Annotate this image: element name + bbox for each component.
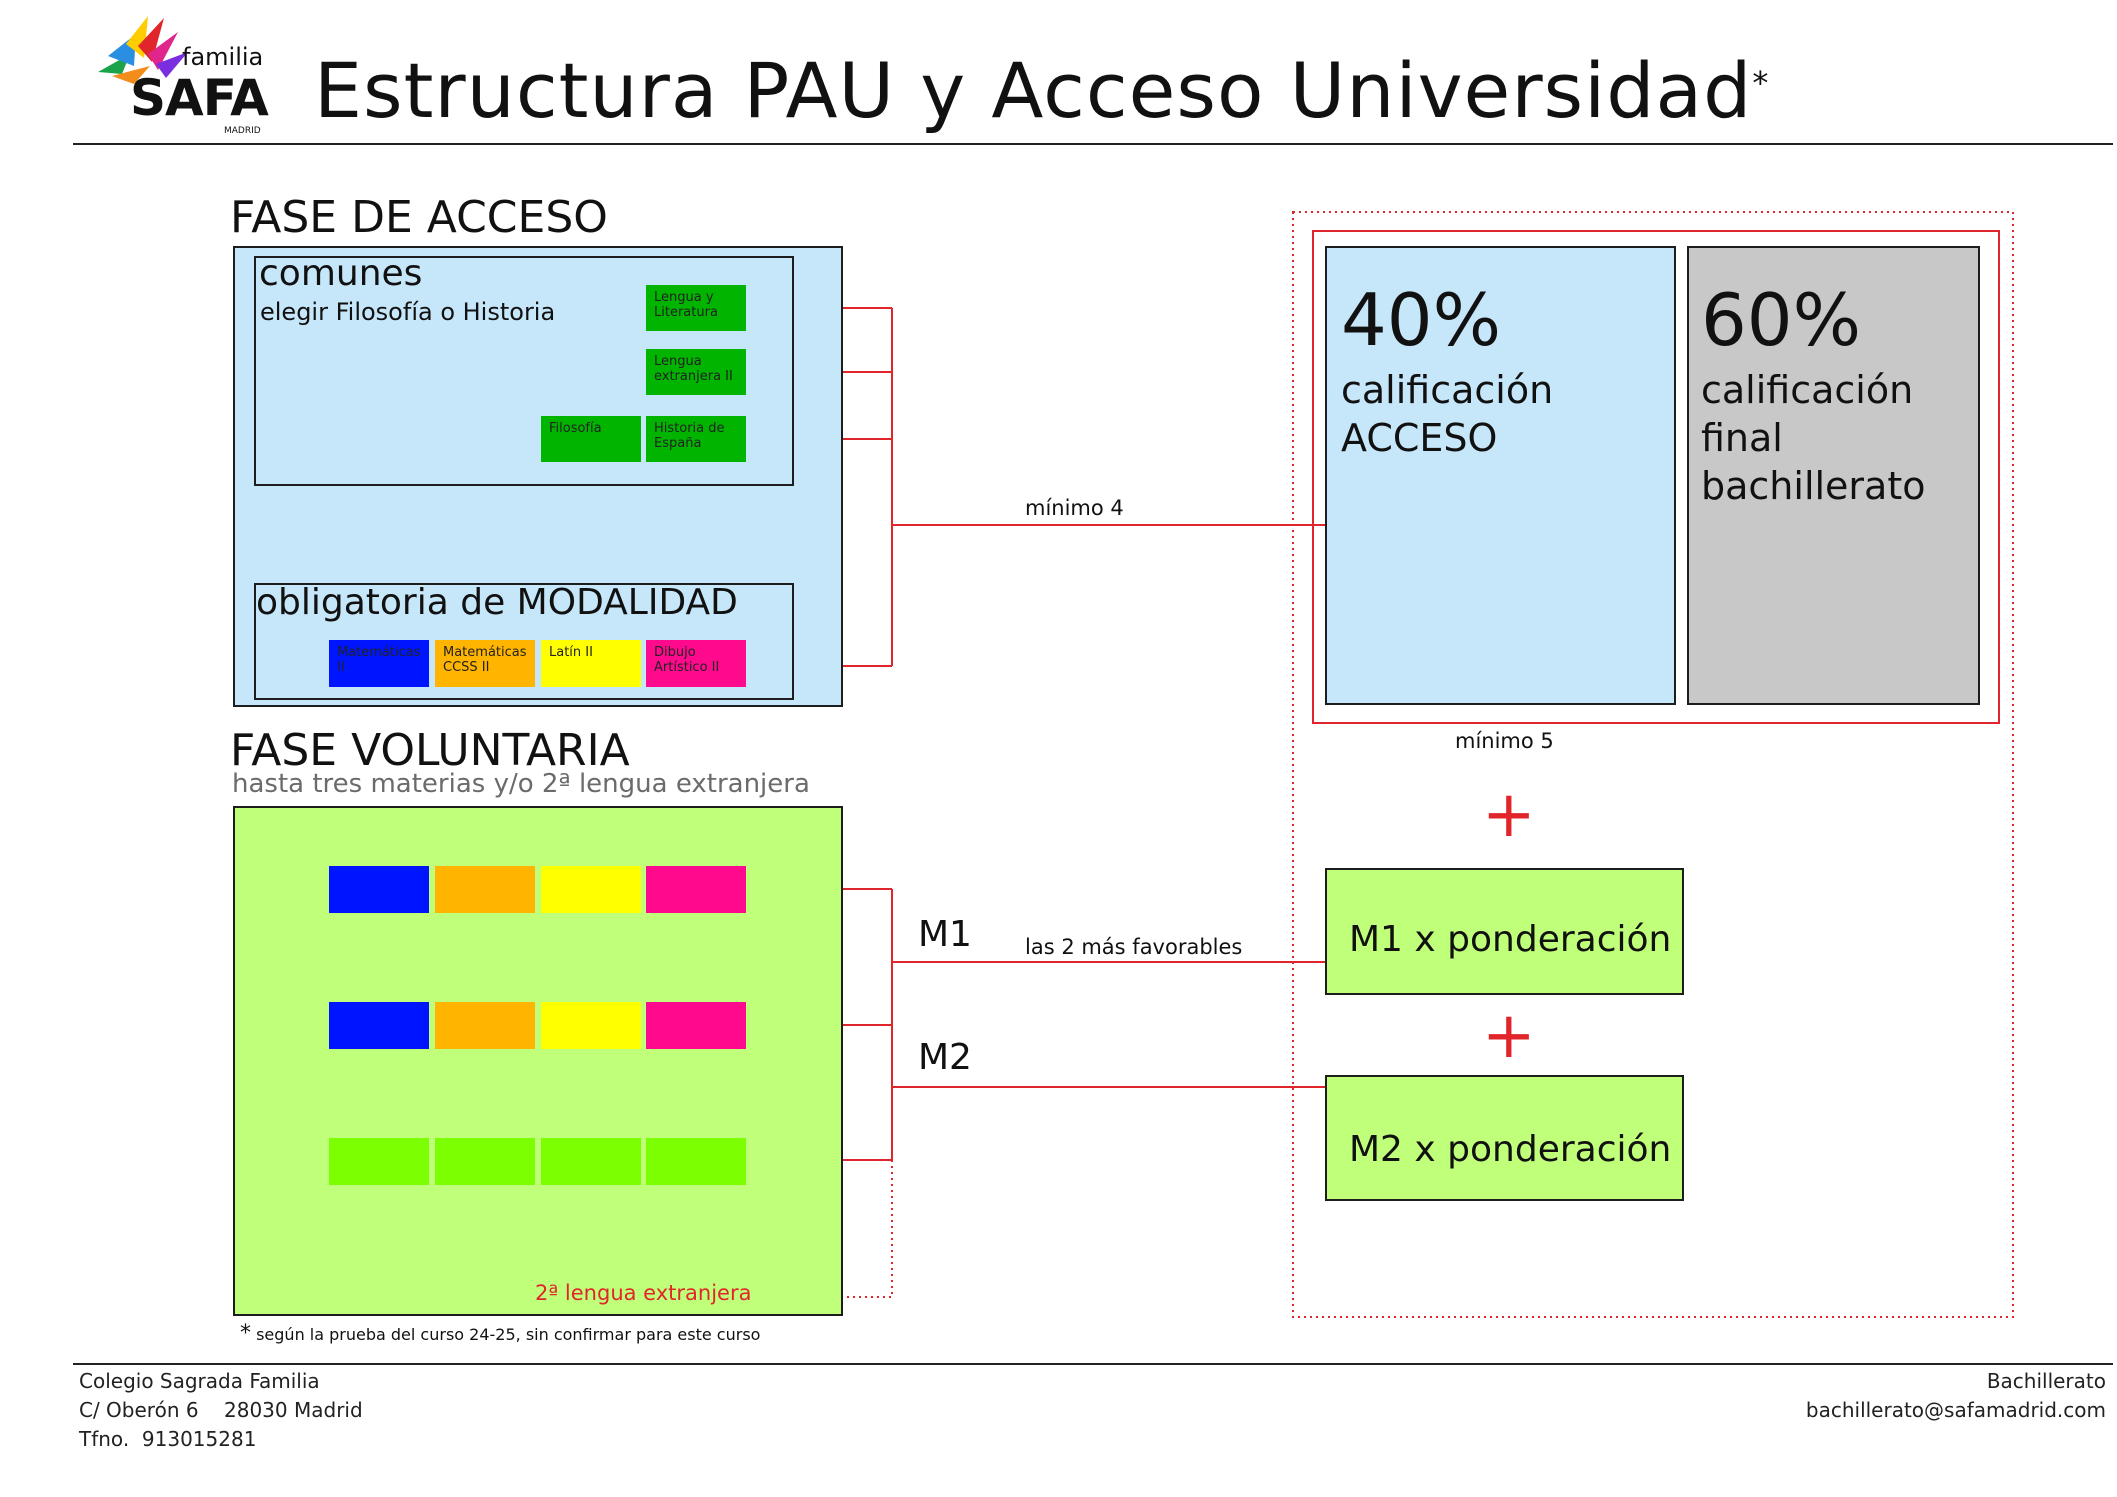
comunes-box: comunes elegir Filosofía o Historia (254, 253, 794, 486)
footnote: * según la prueba del curso 24-25, sin c… (240, 1321, 761, 1346)
subject-historia-espana: Historia de España (646, 416, 746, 462)
subject-lengua-literatura: Lengua y Literatura (646, 285, 746, 331)
footer-department: Bachillerato (1986, 1369, 2106, 1393)
acceso-red-frame (1312, 230, 2000, 724)
voluntaria-chip-r2-c2 (435, 1002, 535, 1049)
safa-logo: familia SAFA MADRID (78, 14, 278, 138)
title-footnote-mark: * (1752, 64, 1770, 102)
logo-text-madrid: MADRID (224, 126, 261, 136)
voluntaria-chip-r1-c2 (435, 866, 535, 913)
modalidad-box: obligatoria de MODALIDAD (254, 583, 794, 700)
modalidad-title: obligatoria de MODALIDAD (256, 582, 738, 623)
voluntaria-chip-r3-c1 (329, 1138, 429, 1185)
bachillerato-60-box: 60% calificación final bachillerato (1687, 246, 1980, 705)
voluntaria-chip-r1-c3 (541, 866, 641, 913)
footer-left: Colegio Sagrada Familia C/ Oberón 6 2803… (79, 1367, 363, 1454)
comunes-title: comunes (259, 253, 423, 294)
m2-label: M2 (918, 1037, 972, 1078)
acceso-label: calificación ACCESO (1341, 368, 1554, 460)
fase-voluntaria-panel: 2ª lengua extranjera (233, 806, 843, 1316)
footer-right: Bachillerato bachillerato@safamadrid.com (1806, 1367, 2106, 1425)
minimo-4-label: mínimo 4 (1025, 496, 1124, 520)
plus-icon-1: + (1482, 778, 1536, 852)
fase-acceso-panel: comunes elegir Filosofía o Historia Leng… (233, 246, 843, 707)
m1-ponderacion-label: M1 x ponderación (1349, 919, 1672, 960)
logo-text-safa: SAFA (130, 69, 269, 127)
comunes-subtitle: elegir Filosofía o Historia (260, 298, 556, 326)
footer-address: C/ Oberón 6 28030 Madrid (79, 1398, 363, 1422)
m1-label: M1 (918, 914, 972, 955)
voluntaria-chip-r2-c1 (329, 1002, 429, 1049)
logo-text-familia: familia (182, 43, 264, 71)
subject-matematicas-ccss: Matemáticas CCSS II (435, 640, 535, 687)
page-title: Estructura PAU y Acceso Universidad* (314, 46, 1769, 136)
footer-phone: Tfno. 913015281 (79, 1427, 257, 1451)
acceso-percent: 40% (1341, 278, 1502, 362)
subject-lengua-extranjera: Lengua extranjera II (646, 349, 746, 395)
bachillerato-label: calificación final bachillerato (1701, 368, 1926, 508)
fase-voluntaria-title: FASE VOLUNTARIA (230, 725, 630, 776)
plus-icon-2: + (1482, 999, 1536, 1073)
dotted-outer-frame (1292, 211, 2014, 1318)
subject-matematicas: Matemáticas II (329, 640, 429, 687)
acceso-40-box: 40% calificación ACCESO (1325, 246, 1676, 705)
footer-email[interactable]: bachillerato@safamadrid.com (1805, 1398, 2106, 1422)
footer-rule (73, 1363, 2113, 1365)
voluntaria-chip-r3-c3 (541, 1138, 641, 1185)
m1-ponderacion-box: M1 x ponderación (1325, 868, 1684, 995)
header-rule (73, 143, 2113, 145)
m2-ponderacion-box: M2 x ponderación (1325, 1075, 1684, 1201)
page-title-text: Estructura PAU y Acceso Universidad (314, 46, 1753, 135)
footnote-mark: * (240, 1321, 251, 1346)
subject-latin: Latín II (541, 640, 641, 687)
voluntaria-chip-r3-c4 (646, 1138, 746, 1185)
voluntaria-chip-r1-c1 (329, 866, 429, 913)
favorables-label: las 2 más favorables (1025, 935, 1243, 959)
footer-school-name: Colegio Sagrada Familia (79, 1369, 320, 1393)
voluntaria-chip-r2-c3 (541, 1002, 641, 1049)
voluntaria-chip-r1-c4 (646, 866, 746, 913)
voluntaria-chip-r3-c2 (435, 1138, 535, 1185)
m2-ponderacion-label: M2 x ponderación (1349, 1129, 1672, 1170)
voluntaria-chip-r2-c4 (646, 1002, 746, 1049)
minimo-5-label: mínimo 5 (1455, 729, 1554, 753)
footnote-text: según la prueba del curso 24-25, sin con… (256, 1325, 761, 1344)
subject-dibujo-artistico: Dibujo Artístico II (646, 640, 746, 687)
subject-filosofia: Filosofía (541, 416, 641, 462)
logo-flame-icon (98, 16, 188, 84)
bachillerato-percent: 60% (1701, 278, 1862, 362)
second-language-label: 2ª lengua extranjera (535, 1281, 752, 1305)
fase-voluntaria-subtitle: hasta tres materias y/o 2ª lengua extran… (232, 769, 810, 799)
fase-acceso-title: FASE DE ACCESO (230, 192, 608, 243)
